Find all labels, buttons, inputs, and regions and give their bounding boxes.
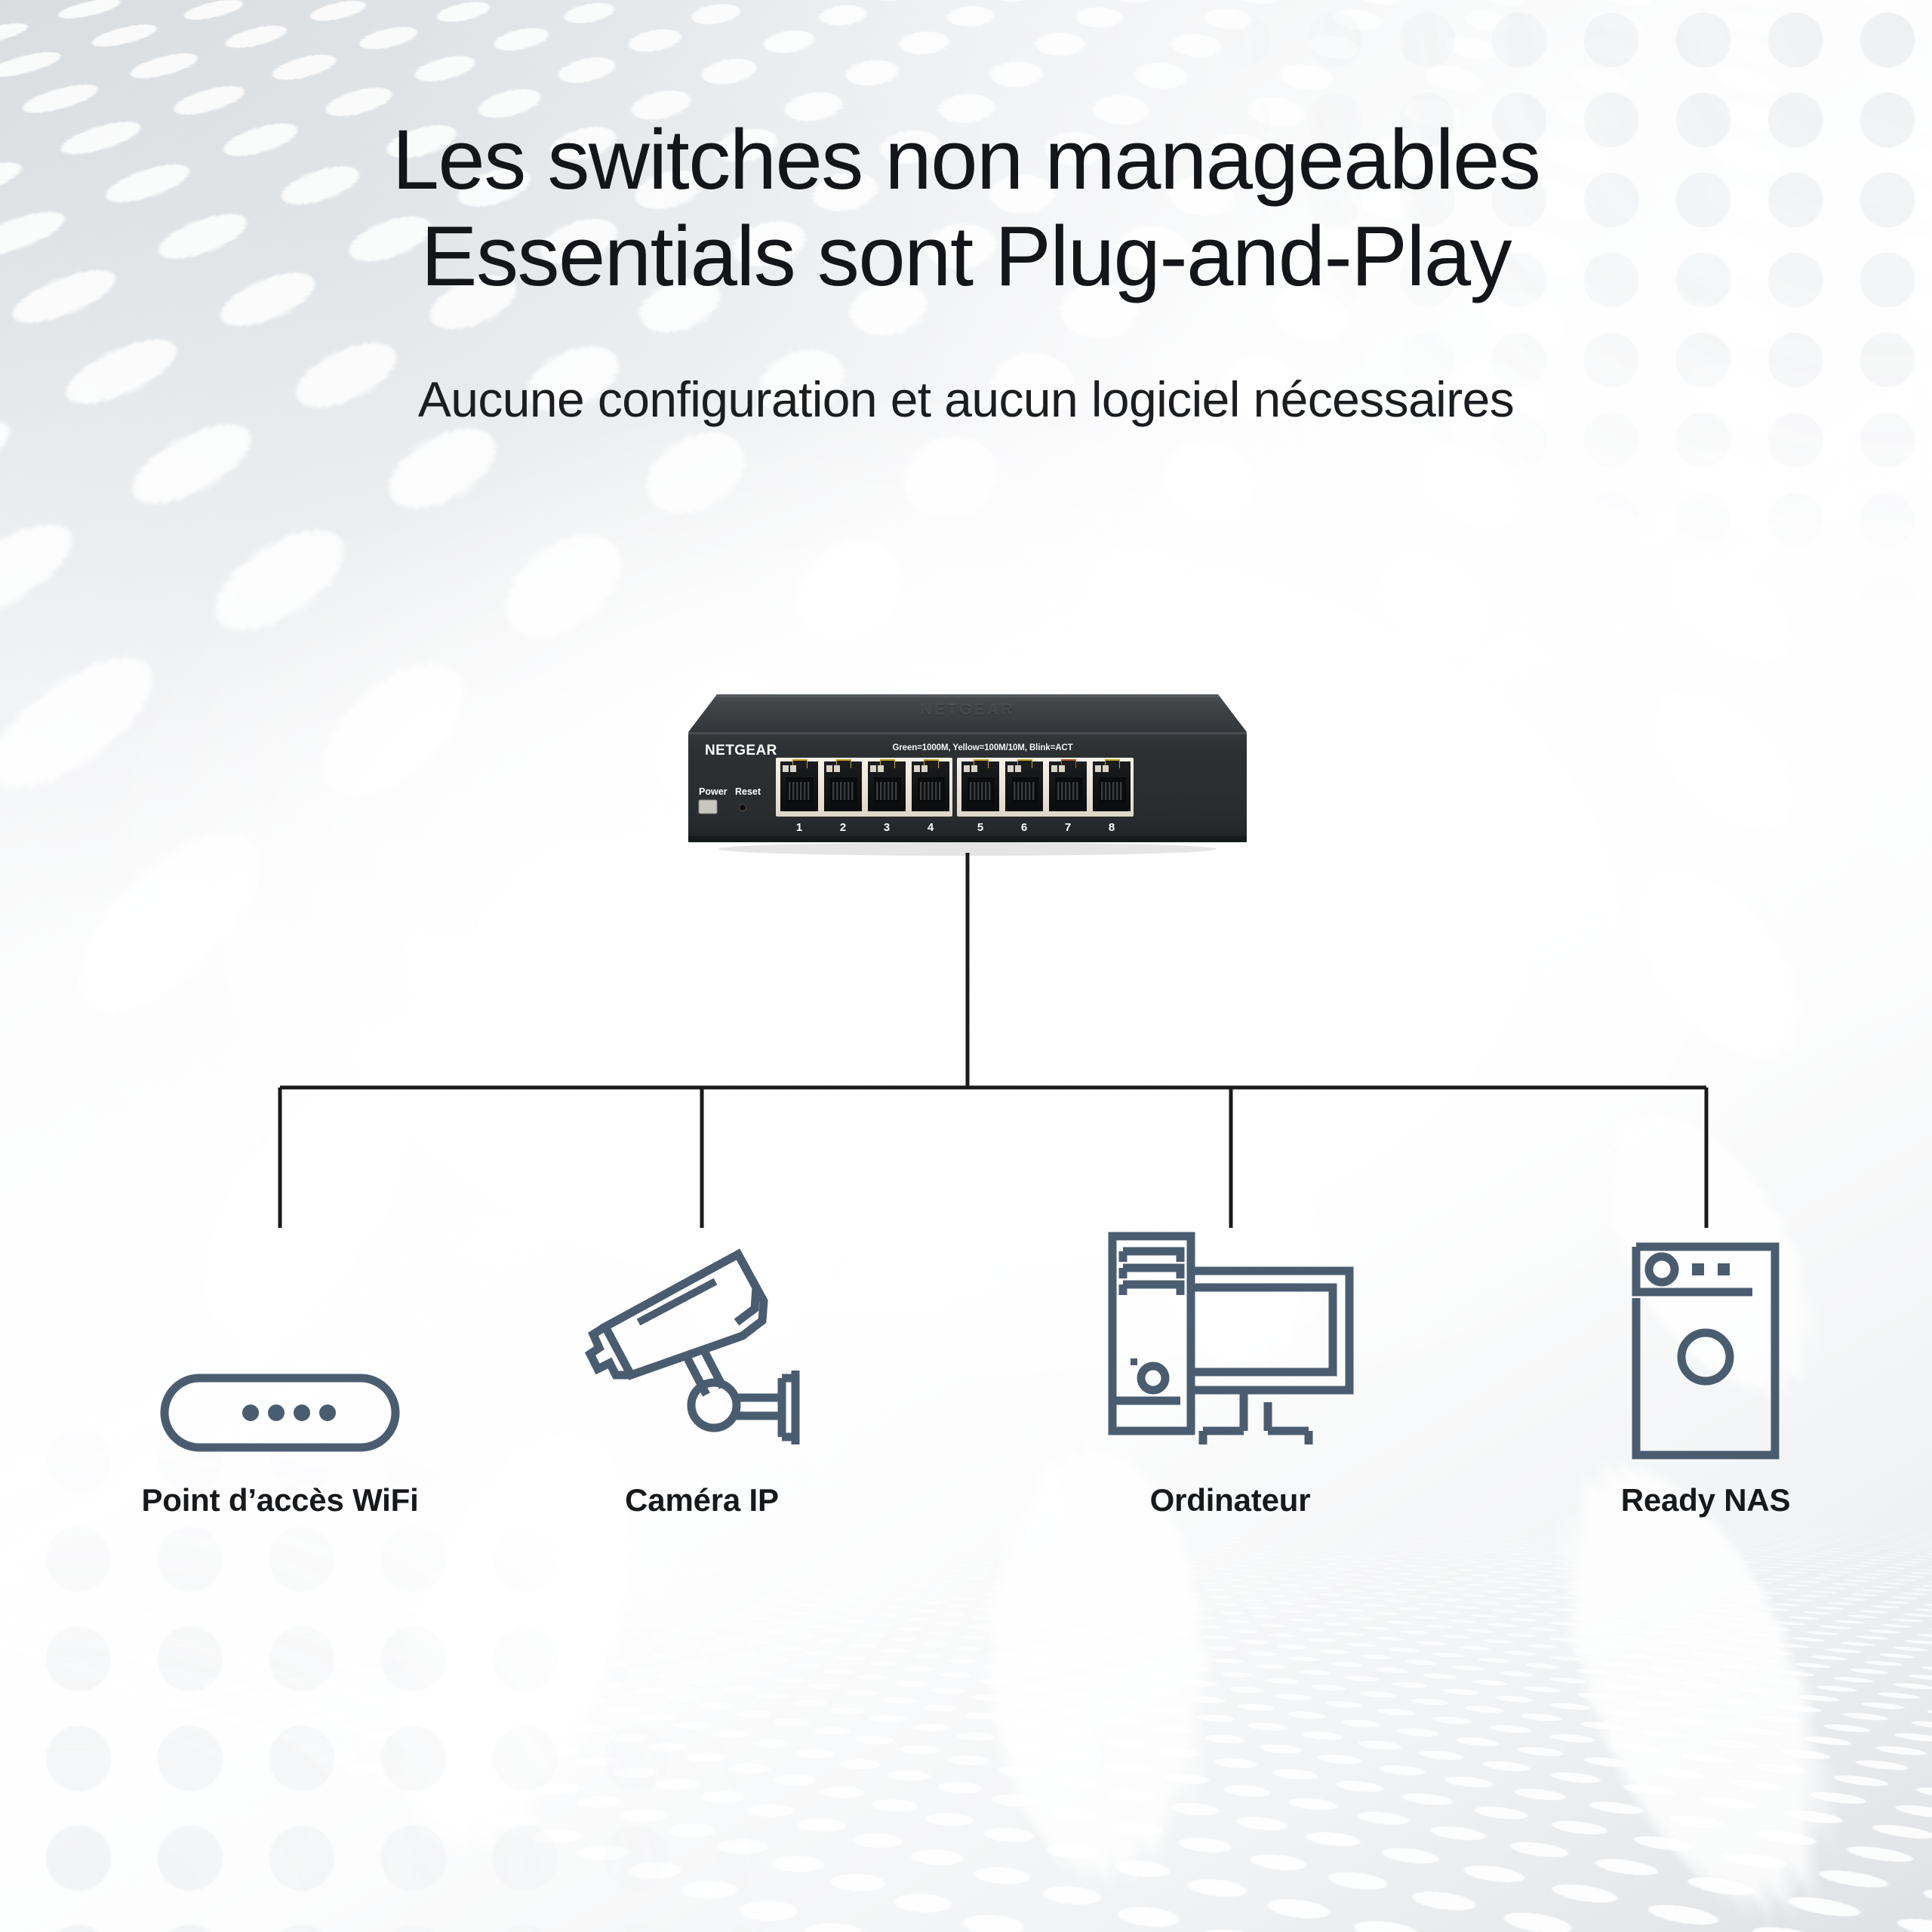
port-7[interactable] (1049, 759, 1087, 811)
port-number-6: 6 (1021, 821, 1027, 834)
switch-drop-shadow (718, 842, 1217, 856)
port-number-2: 2 (840, 821, 846, 834)
port-1[interactable] (780, 759, 818, 811)
port-3[interactable] (868, 759, 906, 811)
headline-line-2: Essentials sont Plug-and-Play (420, 208, 1512, 303)
subheadline: Aucune configuration et aucun logiciel n… (417, 371, 1515, 428)
switch-top-emboss-logo-highlight: NETGEAR (920, 701, 1014, 718)
device-label-computer: Ordinateur (1149, 1482, 1311, 1518)
switch-reset-label: Reset (735, 786, 761, 797)
switch-led-legend: Green=1000M, Yellow=100M/10M, Blink=ACT (892, 743, 1072, 752)
port-4[interactable] (912, 759, 949, 811)
port-group-right (957, 758, 1134, 817)
headline-block: Les switches non manageables Essentials … (0, 112, 1932, 428)
desktop-computer-icon (1057, 1215, 1404, 1464)
switch-bottom-rail (688, 836, 1247, 842)
device-item-camera: Caméra IP (528, 1215, 875, 1518)
connected-devices-row: Point d’accès WiFi (0, 1215, 1932, 1570)
switch-front-bevel (688, 732, 1247, 734)
ip-camera-icon (528, 1215, 875, 1464)
switch-top-highlight (715, 694, 1220, 697)
port-6[interactable] (1005, 759, 1043, 811)
port-5[interactable] (961, 759, 999, 811)
port-8[interactable] (1093, 759, 1131, 811)
netgear-switch-product-image: NETGEAR NETGEAR NETGEAR Green=1000M, Yel… (651, 688, 1284, 857)
headline-line-1: Les switches non manageables (392, 112, 1541, 207)
device-label-camera: Caméra IP (625, 1482, 779, 1518)
connector-tree (278, 853, 1709, 1228)
device-item-computer: Ordinateur (1057, 1215, 1404, 1518)
port-number-1: 1 (796, 821, 802, 834)
switch-brand-label: NETGEAR (705, 743, 777, 758)
port-number-7: 7 (1065, 821, 1071, 834)
reset-pinhole[interactable] (738, 803, 747, 812)
device-label-nas: Ready NAS (1620, 1482, 1791, 1518)
power-led-window (698, 799, 718, 814)
port-number-5: 5 (977, 821, 983, 834)
port-group-left (776, 758, 952, 817)
port-number-4: 4 (928, 821, 934, 834)
device-label-wifi: Point d’accès WiFi (141, 1482, 419, 1518)
device-item-nas: Ready NAS (1532, 1215, 1879, 1518)
wifi-access-point-icon (106, 1215, 454, 1464)
switch-power-label: Power (699, 786, 728, 797)
nas-tower-icon (1532, 1215, 1879, 1464)
port-number-3: 3 (884, 821, 890, 834)
port-number-8: 8 (1109, 821, 1115, 834)
port-2[interactable] (824, 759, 862, 811)
device-item-wifi: Point d’accès WiFi (106, 1215, 454, 1518)
